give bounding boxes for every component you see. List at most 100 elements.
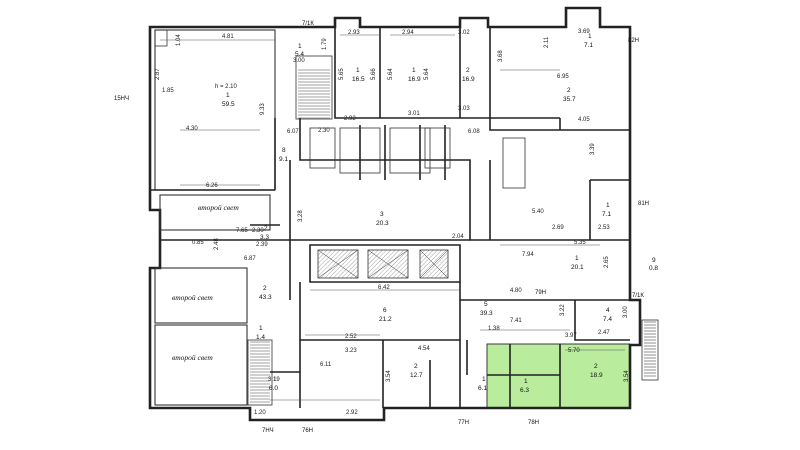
svg-text:2.92: 2.92 <box>346 410 358 416</box>
svg-text:2: 2 <box>264 225 268 232</box>
svg-text:1: 1 <box>524 378 528 385</box>
axis-label-76n: 76Н <box>302 428 313 434</box>
svg-text:3.69: 3.69 <box>578 29 590 35</box>
svg-text:3.19: 3.19 <box>268 377 280 383</box>
svg-text:5: 5 <box>484 301 488 308</box>
svg-text:8: 8 <box>282 147 286 154</box>
svg-text:2.30: 2.30 <box>318 128 330 134</box>
svg-text:3.00: 3.00 <box>623 306 629 318</box>
svg-text:3: 3 <box>380 211 384 218</box>
svg-text:2.52: 2.52 <box>345 334 357 340</box>
svg-text:2.04: 2.04 <box>452 234 464 240</box>
room-label-r12: 243.3 <box>259 285 272 301</box>
room-label-r8: 17.1 <box>602 202 611 218</box>
svg-text:12.7: 12.7 <box>410 372 423 379</box>
svg-text:5.4: 5.4 <box>295 51 304 58</box>
axis-label-79n: 79Н <box>535 290 546 296</box>
svg-text:5.65: 5.65 <box>339 68 345 80</box>
svg-text:0.85: 0.85 <box>192 240 204 246</box>
svg-text:3.02: 3.02 <box>458 30 470 36</box>
svg-text:2.93: 2.93 <box>348 30 360 36</box>
second-light-area-1 <box>159 194 271 231</box>
big-room-left <box>154 29 276 191</box>
svg-text:7.65: 7.65 <box>236 228 248 234</box>
svg-text:3.68: 3.68 <box>498 50 504 62</box>
svg-text:6.1: 6.1 <box>478 385 487 392</box>
svg-text:1: 1 <box>259 325 263 332</box>
room-label-r19: 11.4 <box>256 325 265 341</box>
axis-label-7-1k-top: 7/1К <box>302 21 314 27</box>
svg-text:2: 2 <box>414 363 418 370</box>
svg-text:5.35: 5.35 <box>574 240 586 246</box>
svg-text:2.53: 2.53 <box>598 225 610 231</box>
room-label-r20: 90.8 <box>649 257 658 272</box>
svg-text:1: 1 <box>588 33 592 40</box>
svg-text:18.9: 18.9 <box>590 372 603 379</box>
svg-text:16.9: 16.9 <box>462 76 475 83</box>
svg-text:2: 2 <box>567 87 571 94</box>
partitions <box>150 27 630 408</box>
svg-text:1: 1 <box>298 43 302 50</box>
svg-text:3.00: 3.00 <box>293 58 305 64</box>
svg-text:6.0: 6.0 <box>269 385 278 392</box>
svg-text:2: 2 <box>594 363 598 370</box>
svg-text:2.69: 2.69 <box>552 225 564 231</box>
room-label-r9: 120.1 <box>571 255 584 271</box>
column-left <box>154 29 168 47</box>
svg-text:2.30: 2.30 <box>252 228 264 234</box>
room-label-big-left: 1 59.5 h = 2.10 <box>215 84 238 108</box>
svg-text:20.3: 20.3 <box>376 220 389 227</box>
axis-label-7nch: 7НЧ <box>262 428 274 434</box>
svg-text:1.4: 1.4 <box>256 334 265 341</box>
svg-text:6.3: 6.3 <box>520 387 529 394</box>
room-label-r21: 15.4 <box>295 43 304 58</box>
room-label-r1: 116.5 <box>352 67 365 83</box>
room-label-r22: 23.3 <box>260 225 269 241</box>
svg-text:2: 2 <box>263 285 267 292</box>
room-label-r16: 16.3 <box>520 378 529 394</box>
second-light-area-3 <box>154 324 248 406</box>
second-light-label-1: второй свет <box>198 203 239 212</box>
svg-text:4: 4 <box>606 307 610 314</box>
room-label-r17: 218.9 <box>590 363 603 379</box>
axis-label-78n: 78Н <box>528 420 539 426</box>
svg-text:1: 1 <box>226 92 230 99</box>
svg-text:39.3: 39.3 <box>480 310 493 317</box>
svg-text:4.54: 4.54 <box>418 346 430 352</box>
stair-top <box>295 55 333 120</box>
svg-text:5.64: 5.64 <box>424 68 430 80</box>
highlighted-unit[interactable] <box>486 343 631 409</box>
svg-text:1: 1 <box>412 67 416 74</box>
svg-text:16.5: 16.5 <box>352 76 365 83</box>
svg-text:3.23: 3.23 <box>345 348 357 354</box>
svg-text:4.30: 4.30 <box>186 126 198 132</box>
svg-text:1.85: 1.85 <box>162 88 174 94</box>
room-label-r15: 16.1 <box>478 376 487 392</box>
svg-text:59.5: 59.5 <box>222 101 235 108</box>
elevator-shafts <box>317 249 449 279</box>
svg-text:3.03: 3.03 <box>458 106 470 112</box>
room-label-r6: 89.1 <box>279 147 288 163</box>
room-label-r14: 212.7 <box>410 363 423 379</box>
svg-text:h = 2.10: h = 2.10 <box>215 84 238 90</box>
room-label-r3: 216.9 <box>462 67 475 83</box>
svg-text:7.1: 7.1 <box>584 42 593 49</box>
svg-text:3.39: 3.39 <box>590 143 596 155</box>
svg-text:6.11: 6.11 <box>320 362 332 368</box>
svg-text:3.28: 3.28 <box>298 210 304 222</box>
svg-text:5.64: 5.64 <box>388 68 394 80</box>
svg-text:7.4: 7.4 <box>603 316 612 323</box>
svg-text:43.3: 43.3 <box>259 294 272 301</box>
svg-text:4.80: 4.80 <box>510 288 522 294</box>
svg-text:5.66: 5.66 <box>371 68 377 80</box>
svg-text:1: 1 <box>575 255 579 262</box>
svg-text:7.1: 7.1 <box>602 211 611 218</box>
svg-text:6.08: 6.08 <box>468 129 480 135</box>
stair-right <box>641 319 659 381</box>
svg-text:2.48: 2.48 <box>214 238 220 250</box>
second-light-label-3: второй свет <box>172 353 213 362</box>
svg-text:2.65: 2.65 <box>604 256 610 268</box>
svg-text:3.22: 3.22 <box>560 304 566 316</box>
svg-text:2.11: 2.11 <box>544 36 550 48</box>
